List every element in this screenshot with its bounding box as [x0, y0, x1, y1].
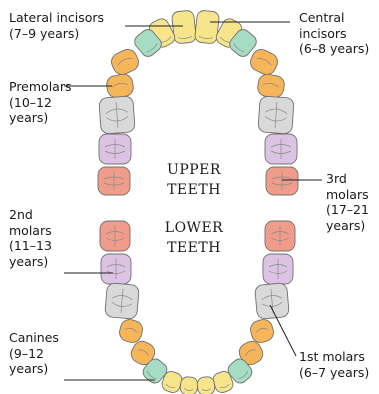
upper-second-molar-tooth [99, 134, 131, 164]
premolars-label: Premolars (10–12 years) [9, 79, 71, 126]
upper-teeth-line2: TEETH [144, 180, 244, 200]
first-molars-label: 1st molars (6–7 years) [299, 349, 369, 380]
lower-second-molar-tooth [101, 254, 131, 284]
teeth-group [98, 10, 298, 394]
upper-premolar-tooth [256, 73, 285, 99]
lower-first-molar-tooth [255, 283, 290, 320]
upper-first-molar-tooth [258, 96, 294, 134]
upper-second-molar-tooth [265, 134, 297, 164]
lower-teeth-line2: TEETH [144, 238, 244, 258]
lower-teeth-line1: LOWER [144, 218, 244, 238]
lower-premolar-tooth [118, 318, 145, 345]
upper-premolar-tooth [248, 47, 281, 78]
lower-third-molar-tooth [265, 221, 295, 251]
lower-central-incisor-tooth [197, 376, 216, 394]
central-incisors-label: Central incisors (6–8 years) [299, 10, 369, 57]
upper-third-molar-tooth [98, 167, 130, 195]
lower-central-incisor-tooth [180, 376, 199, 394]
leader-lines [64, 22, 322, 380]
second-molars-label: 2nd molars (11–13 years) [9, 207, 52, 269]
lower-second-molar-tooth [263, 254, 293, 284]
upper-third-molar-tooth [266, 167, 298, 195]
third-molars-label: 3rd molars (17–21 years) [326, 171, 369, 233]
upper-teeth-title: UPPER TEETH [144, 160, 244, 200]
lower-first-molar-tooth [105, 283, 140, 320]
upper-premolar-tooth [109, 47, 142, 78]
lateral-incisors-label: Lateral incisors (7–9 years) [9, 10, 104, 41]
upper-first-molar-tooth [99, 96, 135, 134]
canines-label: Canines (9–12 years) [9, 330, 59, 377]
lower-teeth-title: LOWER TEETH [144, 218, 244, 258]
upper-central-incisor-tooth [194, 10, 219, 44]
upper-teeth-line1: UPPER [144, 160, 244, 180]
upper-central-incisor-tooth [171, 10, 196, 44]
lower-premolar-tooth [249, 318, 276, 345]
lower-third-molar-tooth [100, 221, 130, 251]
